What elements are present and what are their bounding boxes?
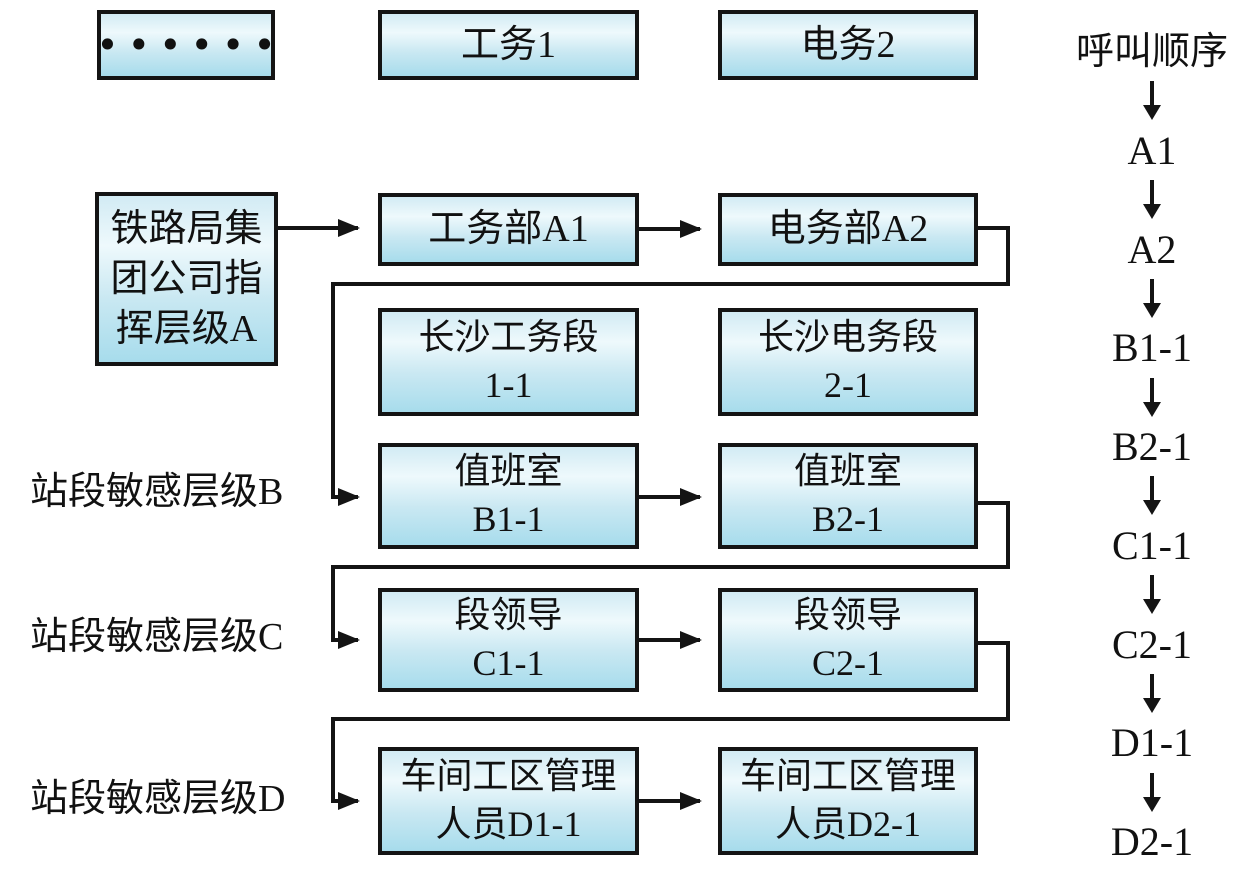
label-level-b: 站段敏感层级B <box>30 471 284 513</box>
call-sequence-title: 呼叫顺序 <box>1075 31 1228 73</box>
node-section-leader-c1-1: 段领导 C1-1 <box>378 588 639 692</box>
node-telecom-dept-a2: 电务部A2 <box>718 193 978 266</box>
down-arrow-icon <box>1143 673 1161 713</box>
node-section-leader-c2-1: 段领导 C2-1 <box>718 588 978 692</box>
call-sequence-step-d1-1: D1-1 <box>1110 720 1194 766</box>
node-works-dept-a1: 工务部A1 <box>378 193 639 266</box>
node-workshop-manager-d2-1: 车间工区管理 人员D2-1 <box>718 747 978 855</box>
down-arrow-icon <box>1143 81 1161 121</box>
down-arrow-icon <box>1143 476 1161 516</box>
label-level-c: 站段敏感层级C <box>30 616 284 658</box>
node-ellipsis: •••••• <box>96 10 276 80</box>
node-railway-group-hq-level-a: 铁路局集 团公司指 挥层级A <box>95 192 278 366</box>
call-sequence-step-c1-1: C1-1 <box>1112 522 1192 568</box>
node-duty-room-b2-1: 值班室 B2-1 <box>718 443 978 549</box>
label-level-d: 站段敏感层级D <box>30 778 286 820</box>
node-duty-room-b1-1: 值班室 B1-1 <box>378 443 639 549</box>
down-arrow-icon <box>1143 278 1161 318</box>
call-sequence-step-c2-1: C2-1 <box>1112 621 1192 667</box>
node-telecom-2: 电务2 <box>718 10 978 80</box>
call-sequence-step-b1-1: B1-1 <box>1112 325 1192 371</box>
down-arrow-icon <box>1143 772 1161 812</box>
down-arrow-icon <box>1143 377 1161 417</box>
node-works-1: 工务1 <box>378 10 639 80</box>
node-workshop-manager-d1-1: 车间工区管理 人员D1-1 <box>378 747 639 855</box>
call-sequence-step-b2-1: B2-1 <box>1112 424 1192 469</box>
call-sequence-step-a2: A2 <box>1127 226 1177 272</box>
node-changsha-works-section-1-1: 长沙工务段 1-1 <box>378 308 639 416</box>
call-sequence-step-d2-1: D2-1 <box>1110 819 1194 864</box>
down-arrow-icon <box>1143 575 1161 615</box>
call-sequence-column: 呼叫顺序 A1 A2 B1-1 B2-1 C1-1 C2-1 D1-1 D2-1 <box>1058 20 1246 865</box>
down-arrow-icon <box>1143 180 1161 220</box>
node-changsha-telecom-section-2-1: 长沙电务段 2-1 <box>718 308 978 416</box>
call-sequence-step-a1: A1 <box>1127 127 1177 173</box>
